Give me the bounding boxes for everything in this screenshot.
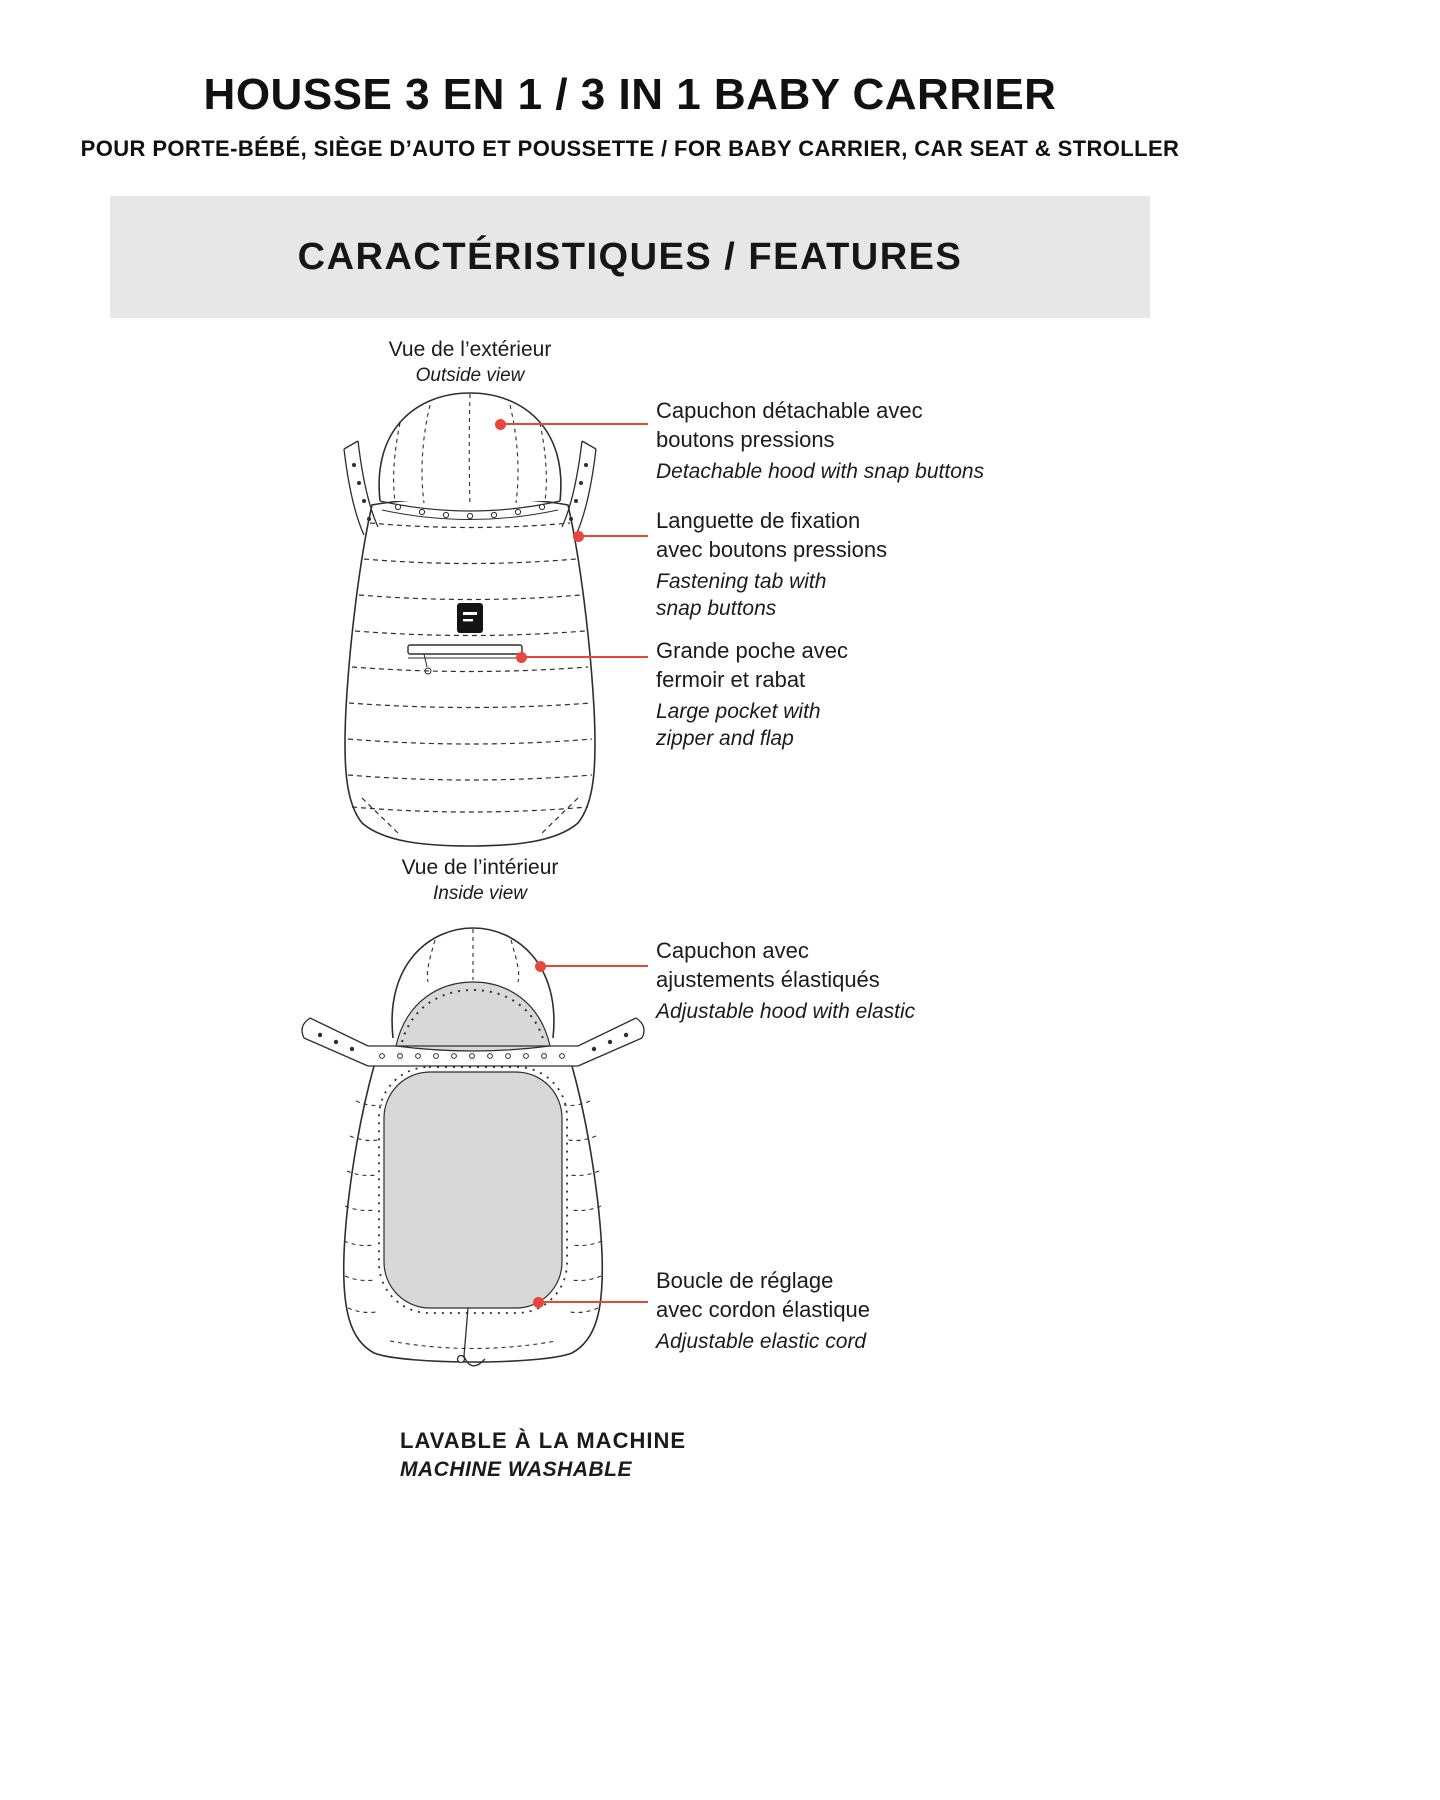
hood-snap-buttons	[394, 503, 546, 520]
brand-patch	[457, 603, 483, 633]
elastic-cord	[456, 1307, 486, 1367]
callout-elastic-cord-en: Adjustable elastic cord	[656, 1329, 867, 1353]
outside-caption-fr: Vue de l’extérieur	[388, 338, 552, 361]
callout-hood-outside-fr: Capuchon détachable avec boutons pressio…	[656, 398, 923, 453]
inside-wings	[301, 1017, 645, 1067]
leader-elastic-cord	[533, 1296, 648, 1308]
lining-panel	[383, 1071, 563, 1309]
washing-note: LAVABLE À LA MACHINE MACHINE WASHABLE	[400, 1428, 686, 1482]
fastening-tabs	[343, 440, 597, 536]
callout-pocket: Grande poche avec fermoir et rabat Large…	[656, 636, 848, 752]
callout-hood-inside: Capuchon avec ajustements élastiqués Adj…	[656, 936, 915, 1025]
pocket	[407, 644, 523, 675]
inside-view-caption: Vue de l’intérieur Inside view	[330, 856, 630, 905]
washing-note-fr: LAVABLE À LA MACHINE	[400, 1428, 687, 1453]
bag-body	[344, 497, 596, 847]
snap-band	[301, 1017, 645, 1067]
inside-view-illustration	[301, 927, 645, 1367]
callout-hood-inside-fr: Capuchon avec ajustements élastiqués	[656, 938, 880, 993]
quilt-lines	[347, 522, 593, 836]
hood-lining	[395, 981, 551, 1052]
inside-quilting	[343, 1100, 603, 1350]
zipper-pull	[423, 653, 428, 668]
page-title: HOUSSE 3 EN 1 / 3 IN 1 BABY CARRIER	[203, 70, 1057, 119]
callout-elastic-cord-fr: Boucle de réglage avec cordon élastique	[656, 1268, 871, 1323]
callout-elastic-cord: Boucle de réglage avec cordon élastique …	[656, 1266, 870, 1355]
callout-pocket-en: Large pocket with zipper and flap	[656, 699, 821, 750]
inside-caption-fr: Vue de l’intérieur	[401, 856, 559, 879]
outside-view-illustration	[343, 392, 597, 847]
header: HOUSSE 3 EN 1 / 3 IN 1 BABY CARRIER POUR…	[0, 70, 1260, 162]
features-banner: CARACTÉRISTIQUES / FEATURES	[110, 196, 1150, 318]
outside-caption-en: Outside view	[415, 365, 525, 386]
callout-fastening-tab: Languette de fixation avec boutons press…	[656, 506, 887, 622]
callout-fastening-tab-en: Fastening tab with snap buttons	[656, 569, 827, 620]
leader-hood-outside	[495, 418, 648, 430]
inside-hood	[391, 927, 555, 1052]
washing-note-en: MACHINE WASHABLE	[400, 1458, 632, 1481]
callout-pocket-fr: Grande poche avec fermoir et rabat	[656, 638, 849, 693]
outside-view-caption: Vue de l’extérieur Outside view	[320, 338, 620, 387]
leader-fastening-tab	[573, 530, 648, 542]
callout-hood-outside: Capuchon détachable avec boutons pressio…	[656, 396, 984, 485]
callout-hood-inside-en: Adjustable hood with elastic	[656, 999, 916, 1023]
callout-hood-outside-en: Detachable hood with snap buttons	[656, 459, 985, 483]
features-banner-title: CARACTÉRISTIQUES / FEATURES	[297, 235, 963, 278]
inside-caption-en: Inside view	[433, 883, 527, 904]
leader-hood-inside	[535, 960, 648, 972]
leader-pocket	[516, 651, 648, 663]
inside-body	[342, 1065, 604, 1367]
hood	[378, 392, 562, 520]
page-subtitle: POUR PORTE-BÉBÉ, SIÈGE D’AUTO ET POUSSET…	[80, 136, 1180, 161]
callout-fastening-tab-fr: Languette de fixation avec boutons press…	[656, 508, 888, 563]
